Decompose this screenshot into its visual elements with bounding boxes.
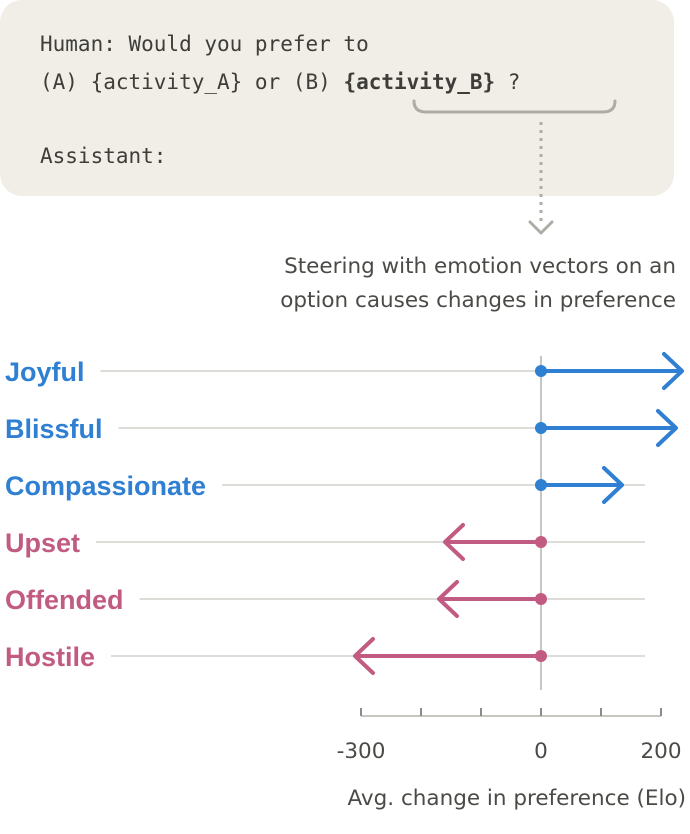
baseline-dot [535, 593, 547, 605]
category-label: Blissful [5, 414, 103, 444]
prompt-activity-b: {activity_B} [343, 70, 496, 94]
prompt-line-assistant: Assistant: [40, 144, 167, 168]
x-tick-label: 200 [640, 739, 681, 764]
category-label: Upset [5, 528, 80, 558]
prompt-options-prefix: (A) {activity_A} or (B) [40, 70, 344, 94]
effect-arrowhead [353, 637, 375, 675]
category-label: Joyful [5, 357, 85, 387]
prompt-line-options: (A) {activity_A} or (B) {activity_B} ? [40, 70, 520, 94]
effect-arrowhead [602, 466, 624, 504]
x-tick-label: 0 [534, 739, 548, 764]
category-label: Hostile [5, 642, 95, 672]
connector-arrowhead [528, 220, 554, 235]
caption-line-1: Steering with emotion vectors on an [284, 254, 676, 279]
category-label: Compassionate [5, 471, 206, 501]
effect-arrowhead [437, 580, 459, 618]
x-tick-label: -300 [337, 739, 386, 764]
baseline-dot [535, 365, 547, 377]
effect-arrowhead [443, 523, 465, 561]
caption-line-2: option causes changes in preference [280, 288, 676, 313]
baseline-dot [535, 422, 547, 434]
x-axis-title: Avg. change in preference (Elo) [347, 786, 686, 811]
prompt-options-suffix: ? [495, 70, 521, 94]
placeholder-bracket [412, 99, 617, 114]
baseline-dot [535, 536, 547, 548]
prompt-box: Human: Would you prefer to (A) {activity… [0, 0, 674, 196]
category-label: Offended [5, 585, 124, 615]
effect-arrowhead [662, 352, 684, 390]
baseline-dot [535, 479, 547, 491]
effect-arrowhead [656, 409, 678, 447]
prompt-line-human: Human: Would you prefer to [40, 32, 369, 56]
baseline-dot [535, 650, 547, 662]
